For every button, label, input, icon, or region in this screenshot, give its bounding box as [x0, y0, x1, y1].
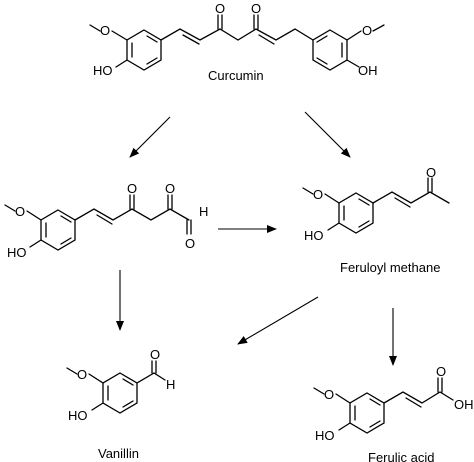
arrow-feruloyl-methane-to-vanillin [237, 296, 319, 345]
intermediate-structure: O HO O O H O [4, 181, 208, 260]
curcumin-right-methoxy-o: O [362, 23, 372, 38]
feruloyl-methane-hydroxyl: HO [304, 228, 324, 243]
feruloyl-methane-carbonyl-o: O [426, 165, 436, 180]
intermediate-aldehyde-o: O [185, 236, 195, 251]
intermediate-hydroxyl: HO [7, 245, 27, 260]
vanillin-methoxy-o: O [77, 367, 87, 382]
vanillin-aldehyde-h: H [166, 377, 175, 392]
vanillin-label: Vanillin [98, 446, 139, 461]
curcumin-right-hydroxyl: OH [358, 63, 378, 78]
feruloyl-methane-structure: O HO O [302, 165, 450, 243]
ferulic-acid-carbonyl-o: O [436, 364, 446, 379]
vanillin-structure: O HO O H [66, 347, 175, 423]
ferulic-acid-hydroxyl: HO [315, 428, 335, 443]
ferulic-acid-label: Ferulic acid [368, 450, 434, 462]
arrow-curcumin-to-intermediate [129, 116, 171, 158]
intermediate-methoxy-o: O [15, 204, 25, 219]
curcumin-left-hydroxyl: HO [93, 63, 113, 78]
vanillin-hydroxyl: HO [68, 408, 88, 423]
curcumin-carbonyl-o-2: O [251, 1, 261, 16]
intermediate-aldehyde-h: H [199, 204, 208, 219]
vanillin-aldehyde-o: O [150, 347, 160, 362]
intermediate-carbonyl-o-1: O [127, 181, 137, 196]
arrow-curcumin-to-feruloyl-methane [304, 111, 351, 158]
intermediate-carbonyl-o-2: O [165, 181, 175, 196]
curcumin-structure: O HO O O O OH [89, 1, 385, 78]
curcumin-carbonyl-o-1: O [215, 1, 225, 16]
feruloyl-methane-label: Feruloyl methane [340, 260, 440, 275]
curcumin-label: Curcumin [208, 68, 264, 83]
feruloyl-methane-methoxy-o: O [313, 187, 323, 202]
curcumin-left-methoxy-o: O [100, 23, 110, 38]
ferulic-acid-methoxy-o: O [324, 387, 334, 402]
ferulic-acid-structure: O HO O OH [313, 364, 474, 443]
ferulic-acid-acid-oh: OH [454, 397, 474, 412]
